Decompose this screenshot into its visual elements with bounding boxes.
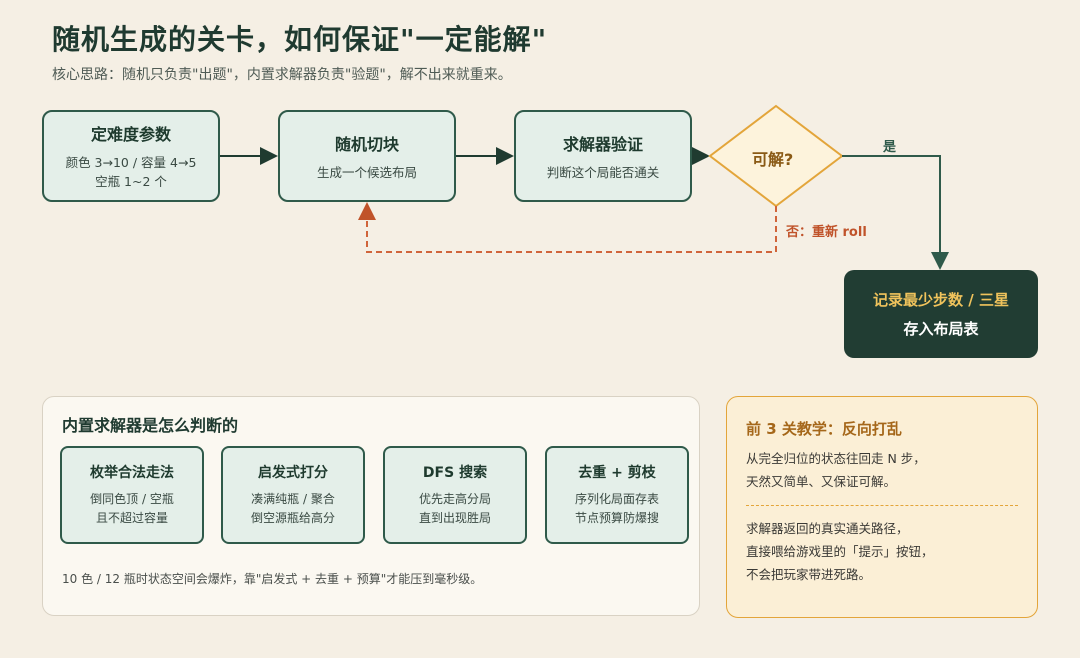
result-line1: 记录最少步数 / 三星 <box>873 291 1009 309</box>
solver-step-title: 去重 + 剪枝 <box>578 465 656 481</box>
arrow-head-retry <box>358 202 376 220</box>
solver-panel-title: 内置求解器是怎么判断的 <box>62 416 239 435</box>
retry-label: 否：重新 roll <box>786 225 867 240</box>
solver-step-detail: 优先走高分局 <box>418 492 491 506</box>
solver-step-detail: 且不超过容量 <box>95 511 168 525</box>
tutorial-panel <box>726 396 1038 618</box>
tutorial-text-line: 求解器返回的真实通关路径， <box>746 521 909 536</box>
solver-step-detail: 倒空源瓶给高分 <box>250 511 335 525</box>
step-title: 定难度参数 <box>90 125 171 144</box>
solver-step-detail: 凑满纯瓶 / 聚合 <box>251 492 335 506</box>
page-subtitle: 核心思路：随机只负责"出题"，内置求解器负责"验题"，解不出来就重来。 <box>52 67 512 83</box>
result-line2: 存入布局表 <box>903 320 979 338</box>
solver-step-detail: 序列化局面存表 <box>574 492 659 506</box>
solver-step-dfs: DFS 搜索 优先走高分局 直到出现胜局 <box>383 446 527 544</box>
solver-step-dedup-prune: 去重 + 剪枝 序列化局面存表 节点预算防爆搜 <box>545 446 689 544</box>
solver-step-title: DFS 搜索 <box>422 465 488 481</box>
step-title: 随机切块 <box>334 134 399 154</box>
step-detail: 判断这个局能否通关 <box>546 164 660 180</box>
solver-step-heuristic: 启发式打分 凑满纯瓶 / 聚合 倒空源瓶给高分 <box>221 446 365 544</box>
tutorial-panel-title: 前 3 关教学：反向打乱 <box>746 420 902 438</box>
solver-step-detail: 倒同色顶 / 空瓶 <box>90 492 174 506</box>
step-title: 求解器验证 <box>562 134 643 154</box>
page-title: 随机生成的关卡，如何保证"一定能解" <box>52 23 548 56</box>
arrow-head-step2 <box>260 147 278 165</box>
step-random-split: 随机切块 生成一个候选布局 <box>278 110 456 202</box>
arrow-head-decision <box>692 147 710 165</box>
arrow-head-step3 <box>496 147 514 165</box>
step-detail: 空瓶 1~2 个 <box>95 174 167 189</box>
yes-label: 是 <box>883 140 897 155</box>
solver-step-detail: 节点预算防爆搜 <box>574 511 659 525</box>
decision-label: 可解? <box>752 150 794 169</box>
tutorial-text-line: 天然又简单、又保证可解。 <box>746 474 897 489</box>
step-detail: 生成一个候选布局 <box>316 164 417 180</box>
retry-path <box>366 206 777 253</box>
step-solver-verify: 求解器验证 判断这个局能否通关 <box>514 110 692 202</box>
tutorial-divider <box>746 505 1018 506</box>
tutorial-text-line: 直接喂给游戏里的「提示」按钮， <box>746 544 934 559</box>
step-detail: 颜色 3→10 / 容量 4→5 <box>65 155 197 170</box>
step-difficulty-params: 定难度参数 颜色 3→10 / 容量 4→5 空瓶 1~2 个 <box>42 110 220 202</box>
yes-path <box>842 155 941 254</box>
arrow-head-result <box>931 252 949 270</box>
tutorial-text-line: 从完全归位的状态往回走 N 步， <box>746 451 926 466</box>
solver-panel-note: 10 色 / 12 瓶时状态空间会爆炸，靠"启发式 + 去重 + 预算"才能压到… <box>62 572 483 586</box>
tutorial-text-line: 不会把玩家带进死路。 <box>746 567 872 582</box>
solver-step-title: 枚举合法走法 <box>90 465 174 481</box>
solver-step-detail: 直到出现胜局 <box>418 511 491 525</box>
solver-step-enumerate: 枚举合法走法 倒同色顶 / 空瓶 且不超过容量 <box>60 446 204 544</box>
result-box: 记录最少步数 / 三星 存入布局表 <box>844 270 1038 358</box>
solver-step-title: 启发式打分 <box>258 465 328 481</box>
